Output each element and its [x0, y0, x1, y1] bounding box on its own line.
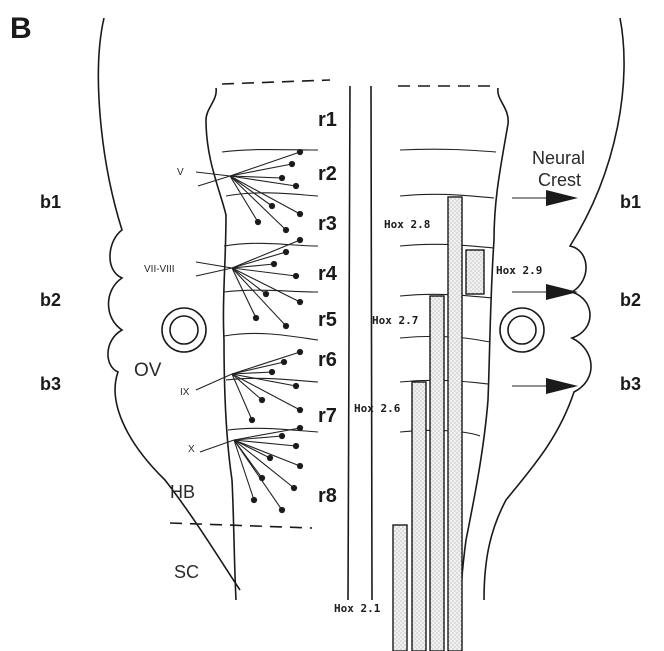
nerve-fibers-v — [196, 149, 303, 232]
outline-right — [484, 18, 624, 600]
hox-2-6-bar — [412, 382, 426, 651]
neural-crest-label-line1: Neural — [532, 148, 585, 168]
rhombomere-label-r3: r3 — [318, 213, 337, 235]
hox-label-2-8: Hox 2.8 — [384, 218, 430, 231]
rhombomere-label-r4: r4 — [318, 263, 338, 285]
arch-label-left-b3: b3 — [40, 374, 61, 394]
hox-2-9-bar — [466, 250, 484, 294]
nerve-label-v: V — [177, 167, 184, 178]
region-label-sc: SC — [174, 562, 199, 582]
arch-label-right-b1: b1 — [620, 192, 641, 212]
neural-crest-arrow-1 — [512, 190, 578, 206]
neural-crest-arrow-3 — [512, 378, 578, 394]
arch-label-right-b3: b3 — [620, 374, 641, 394]
neural-crest-label-line2: Crest — [538, 170, 581, 190]
rhombomere-label-r5: r5 — [318, 309, 337, 331]
hox-label-2-9: Hox 2.9 — [496, 264, 542, 277]
panel-label: B — [10, 12, 32, 45]
arch-label-left-b2: b2 — [40, 290, 61, 310]
rhombomere-label-r8: r8 — [318, 485, 337, 507]
dash-hb-sc-left — [170, 523, 312, 528]
nerve-label-vii-viii: VII-VIII — [144, 264, 175, 275]
nerve-fibers-x — [200, 425, 303, 512]
outline-left — [98, 18, 240, 590]
midline-right — [371, 86, 372, 600]
rhombomere-label-r2: r2 — [318, 163, 337, 185]
hox-2-1-bar — [393, 525, 407, 651]
hox-label-2-1: Hox 2.1 — [334, 602, 381, 615]
neural-tube-wall-right — [460, 88, 508, 620]
rhombomere-label-r6: r6 — [318, 349, 337, 371]
otic-vesicle-right — [500, 308, 544, 352]
neural-crest-arrow-2 — [512, 284, 578, 300]
dash-top-left — [222, 80, 330, 84]
arch-label-right-b2: b2 — [620, 290, 641, 310]
hox-2-7-bar — [430, 296, 444, 651]
midline-left — [348, 86, 350, 600]
hox-label-2-7: Hox 2.7 — [372, 314, 418, 327]
otic-vesicle-left — [162, 308, 206, 352]
arch-label-left-b1: b1 — [40, 192, 61, 212]
hox-2-8-bar — [448, 197, 462, 651]
region-label-hb: HB — [170, 482, 195, 502]
rhombomere-boundaries-left — [222, 150, 318, 433]
rhombomere-label-r1: r1 — [318, 109, 337, 131]
nerve-fibers-ix — [196, 349, 303, 422]
rhombomere-label-r7: r7 — [318, 405, 337, 427]
nerve-label-ix: IX — [180, 387, 190, 398]
nerve-label-x: X — [188, 444, 195, 455]
region-label-ov: OV — [134, 360, 162, 381]
nerve-fibers-vii-viii — [196, 237, 303, 328]
neural-tube-wall-left — [206, 88, 236, 600]
hox-label-2-6: Hox 2.6 — [354, 402, 401, 415]
